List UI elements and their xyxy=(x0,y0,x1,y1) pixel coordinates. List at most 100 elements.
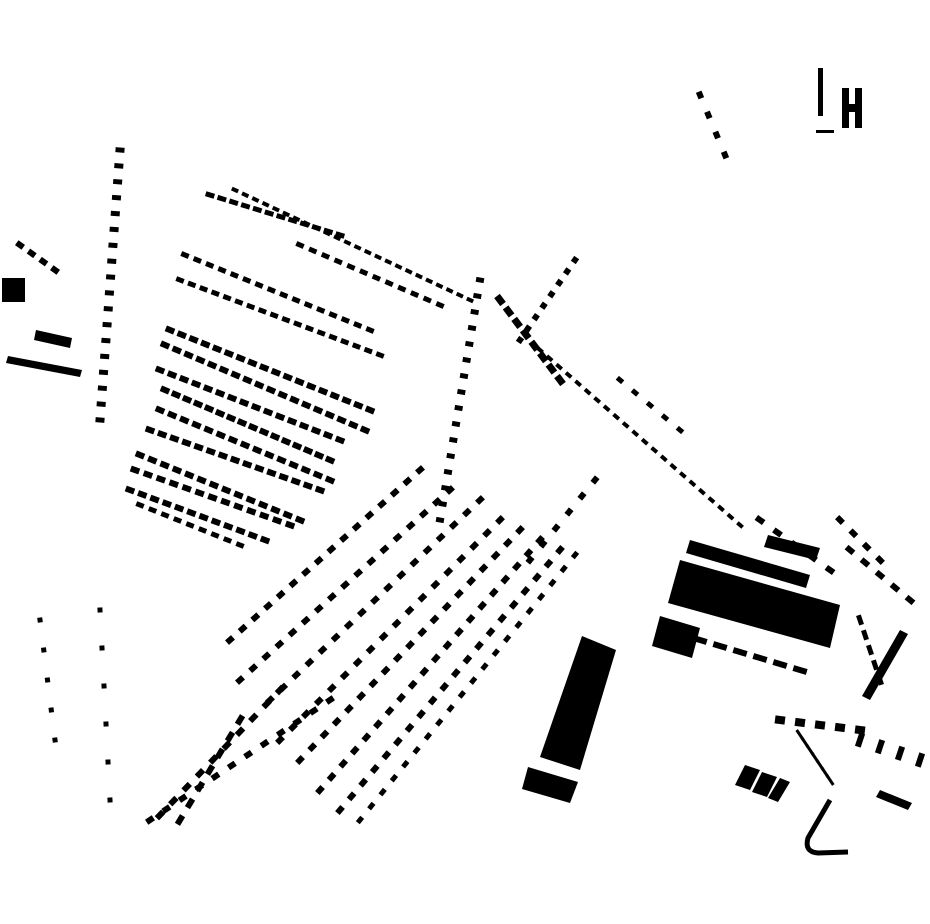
building xyxy=(258,511,270,521)
building xyxy=(224,730,236,743)
building xyxy=(164,325,176,335)
building xyxy=(277,390,288,400)
building xyxy=(338,758,349,769)
building xyxy=(547,290,556,299)
building xyxy=(105,759,111,765)
building xyxy=(225,413,237,423)
building xyxy=(291,296,301,304)
building xyxy=(210,531,220,539)
building xyxy=(326,591,337,602)
building xyxy=(247,358,258,368)
building xyxy=(515,525,525,535)
building xyxy=(192,399,204,409)
building xyxy=(470,308,480,316)
building xyxy=(156,429,168,439)
building xyxy=(335,805,345,815)
building xyxy=(287,627,298,638)
building xyxy=(324,410,336,420)
building xyxy=(190,379,202,389)
building xyxy=(258,427,270,437)
building xyxy=(825,774,835,786)
building xyxy=(570,550,580,560)
building xyxy=(340,580,350,590)
building xyxy=(110,210,120,217)
building xyxy=(259,535,271,545)
building xyxy=(194,355,206,365)
building xyxy=(44,677,51,683)
building xyxy=(814,720,826,730)
building xyxy=(282,210,291,218)
building xyxy=(243,749,254,760)
building xyxy=(866,644,874,656)
building xyxy=(326,544,337,555)
building xyxy=(211,344,223,354)
building xyxy=(270,367,282,377)
building xyxy=(263,450,275,460)
building xyxy=(187,280,197,289)
building xyxy=(308,246,318,255)
building xyxy=(95,417,105,423)
building xyxy=(50,265,60,275)
building xyxy=(570,255,580,265)
building xyxy=(245,302,256,311)
building xyxy=(222,536,233,544)
building xyxy=(175,276,185,284)
building xyxy=(621,421,630,429)
building xyxy=(707,496,716,504)
building xyxy=(275,213,286,221)
building xyxy=(155,474,167,484)
building xyxy=(266,286,276,294)
building xyxy=(363,248,372,256)
building xyxy=(772,527,783,538)
building xyxy=(536,592,546,602)
building xyxy=(555,362,563,371)
building xyxy=(519,328,532,341)
building xyxy=(271,205,280,213)
building xyxy=(206,360,218,370)
building xyxy=(461,507,472,518)
building xyxy=(101,337,111,344)
building xyxy=(346,262,356,271)
building xyxy=(396,692,406,703)
building xyxy=(346,791,357,802)
building xyxy=(861,629,869,641)
building xyxy=(455,291,464,299)
building xyxy=(351,342,362,350)
building xyxy=(448,520,459,530)
building xyxy=(275,735,285,745)
building xyxy=(181,484,192,493)
building xyxy=(107,258,117,265)
building xyxy=(304,657,315,668)
building xyxy=(373,719,383,730)
building xyxy=(495,515,505,525)
building xyxy=(462,356,472,364)
building xyxy=(300,615,311,626)
building xyxy=(377,499,387,509)
building xyxy=(228,198,239,206)
building xyxy=(177,793,188,803)
building xyxy=(48,707,55,713)
building xyxy=(875,555,885,565)
building xyxy=(254,464,265,473)
building xyxy=(352,400,364,410)
building xyxy=(203,425,214,435)
building xyxy=(191,420,202,430)
building-se-1 xyxy=(735,765,760,790)
building xyxy=(347,420,359,430)
building xyxy=(302,481,314,491)
building xyxy=(419,666,430,677)
building xyxy=(181,781,192,793)
building xyxy=(359,425,371,435)
building xyxy=(423,732,433,741)
building xyxy=(472,292,482,300)
building xyxy=(248,712,259,724)
building xyxy=(144,425,156,435)
building xyxy=(612,412,621,421)
building xyxy=(361,732,372,743)
building xyxy=(168,479,179,489)
building xyxy=(208,480,220,490)
building xyxy=(237,623,248,634)
building xyxy=(754,514,766,526)
building xyxy=(453,588,464,599)
building xyxy=(226,760,237,771)
